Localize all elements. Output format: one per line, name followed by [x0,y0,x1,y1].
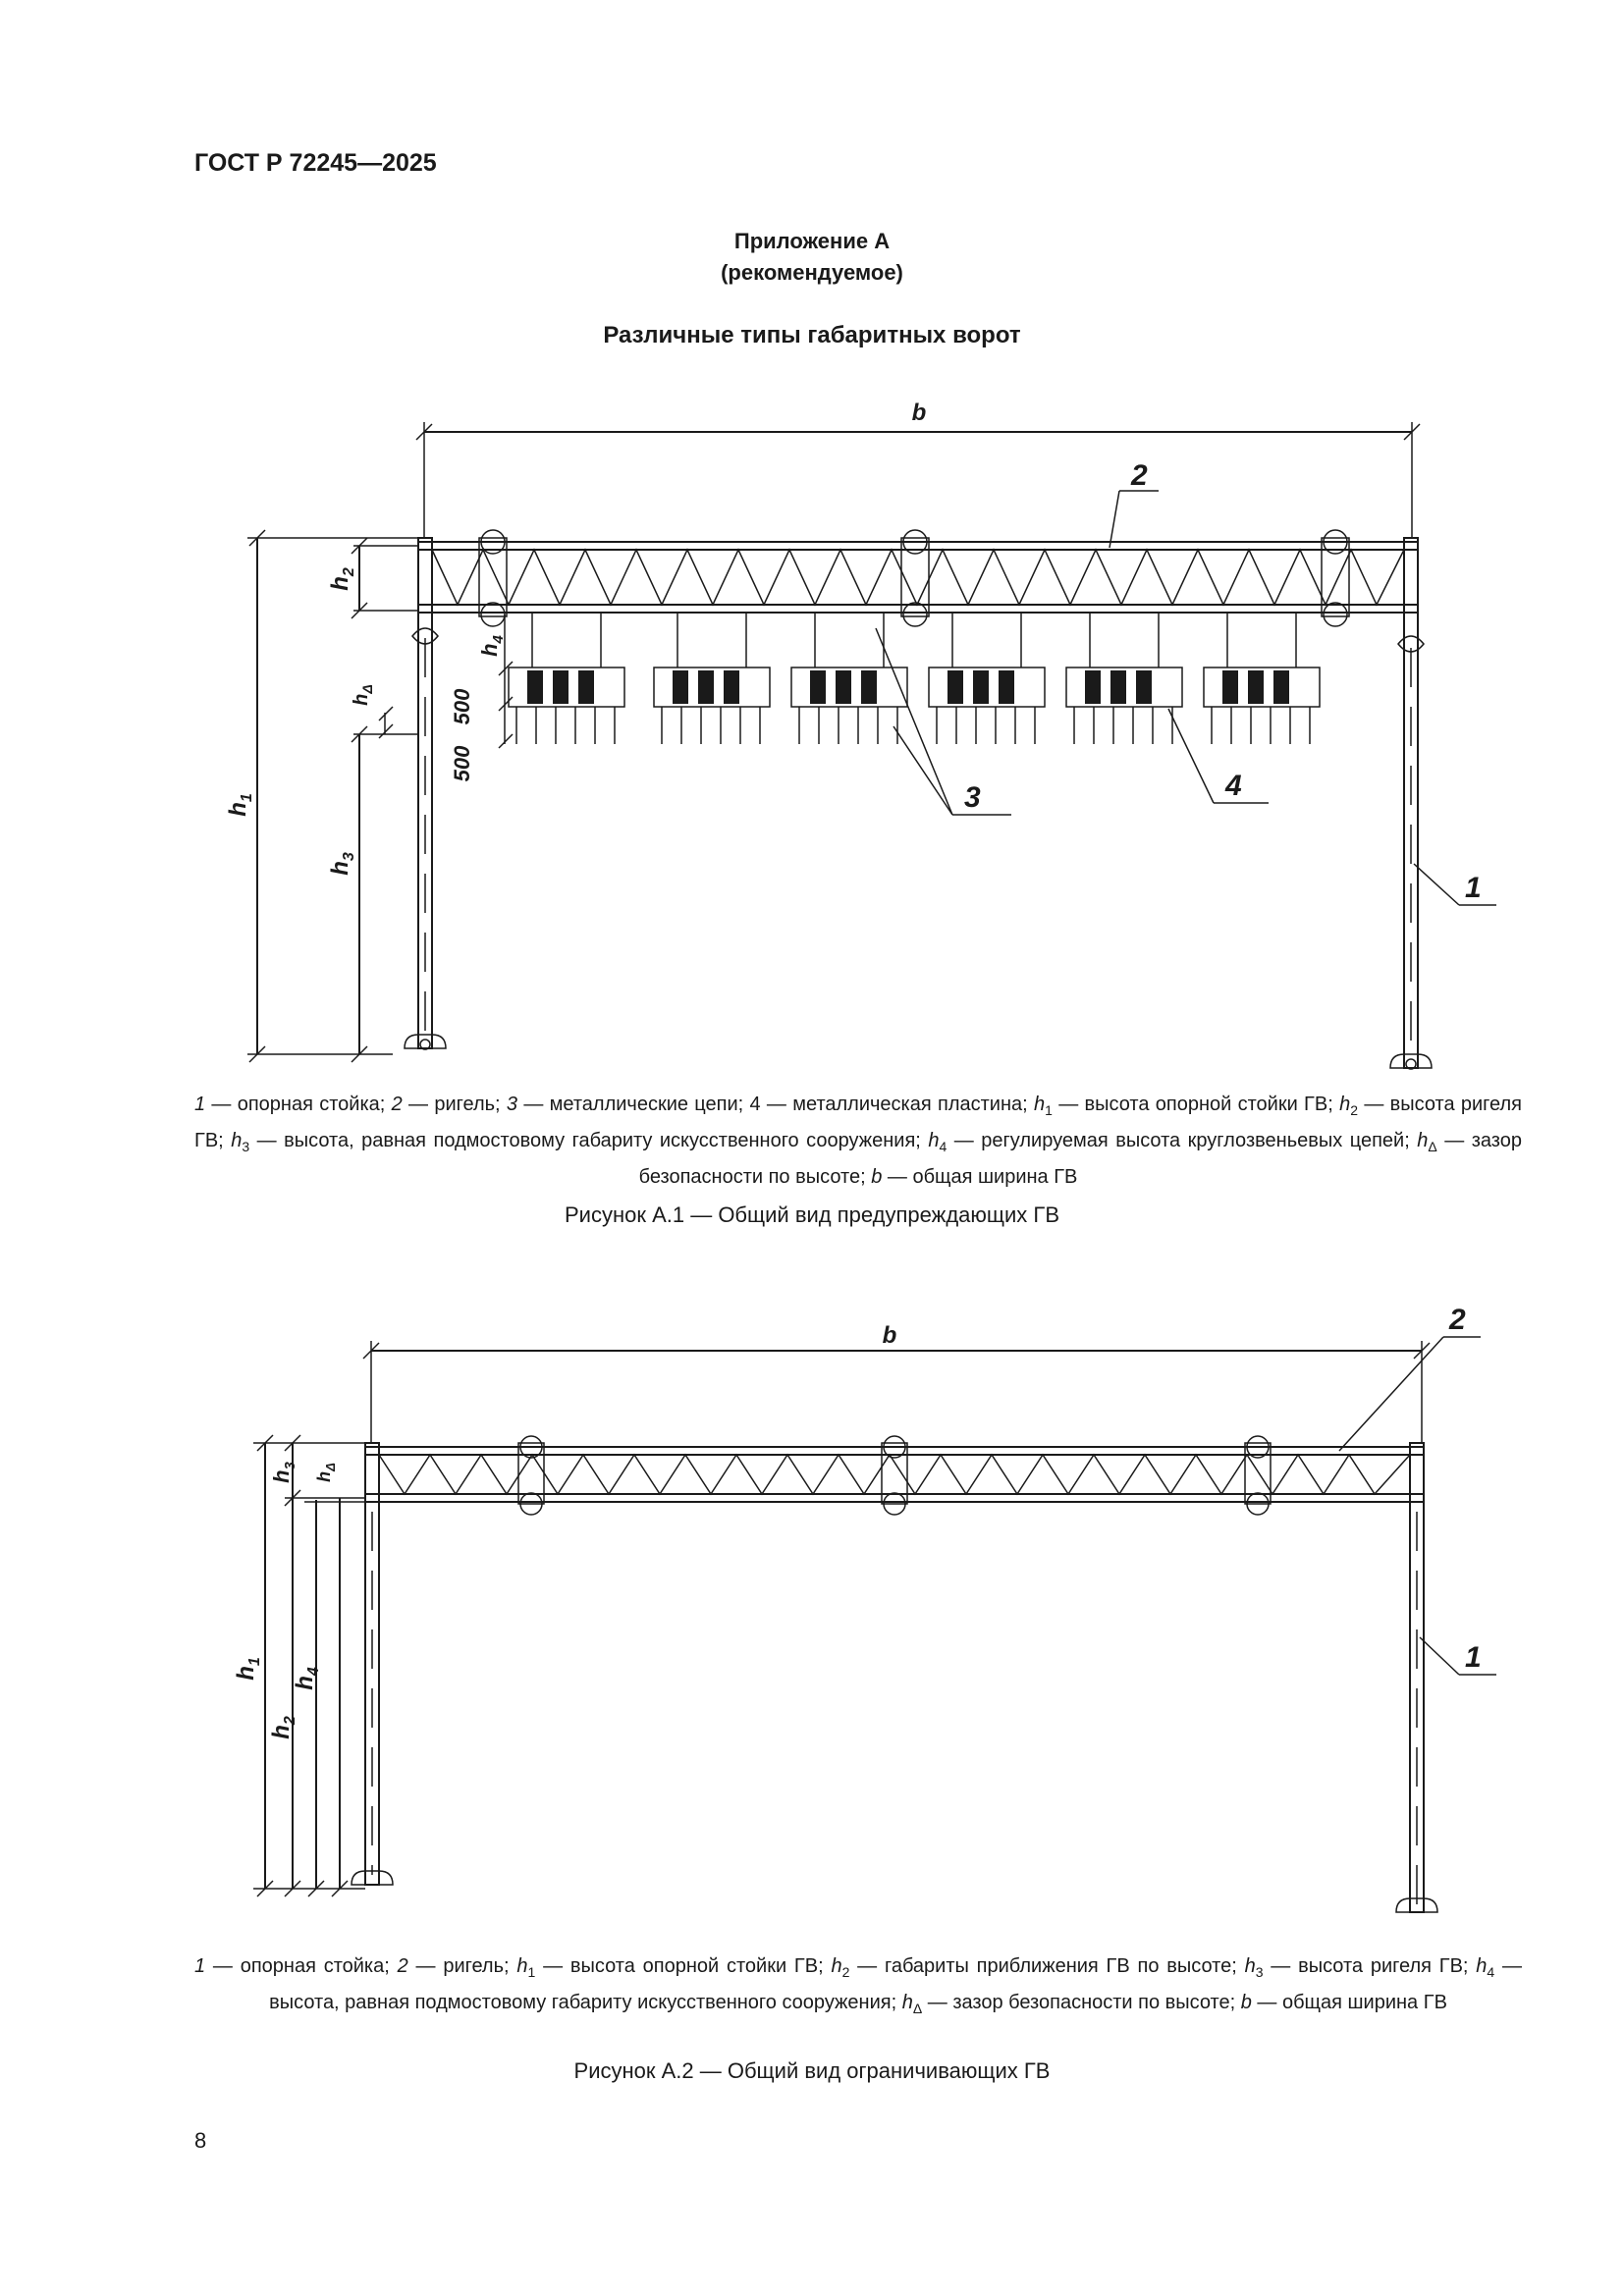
figure-2-drawing: b 2 1 [233,1304,1496,1913]
page-number: 8 [194,2128,207,2153]
label-hdelta-fig2: hΔ [314,1463,338,1482]
appendix-heading: Приложение А (рекомендуемое) [0,226,1624,289]
figure-1-drawing: b 2 [225,400,1496,1070]
label-b-2: b [883,1322,897,1349]
label-h1: h1 [225,793,255,817]
label-4: 4 [1224,770,1242,802]
label-hdelta: hΔ [351,684,375,706]
label-2: 2 [1130,459,1148,492]
chain-panels [508,613,1321,744]
section-title: Различные типы габаритных ворот [603,322,1021,348]
label-h1-fig2: h1 [233,1657,263,1681]
label-h2: h2 [327,567,357,591]
label-h3: h3 [327,852,357,876]
label-3: 3 [964,781,981,814]
dim-500-upper: 500 [450,688,474,724]
figure-2-legend: 1 — опорная стойка; 2 — ригель; h1 — выс… [194,1955,1522,2016]
appendix-subtitle: (рекомендуемое) [721,260,903,285]
label-h2-fig2: h2 [268,1716,298,1739]
dim-500-lower: 500 [450,745,474,781]
figure-2-caption: Рисунок А.2 — Общий вид ограничивающих Г… [573,2058,1051,2083]
figure-1-legend: 1 — опорная стойка; 2 — ригель; 3 — мета… [194,1094,1522,1188]
label-h4: h4 [477,634,507,656]
appendix-title: Приложение А [733,229,891,253]
document-number: ГОСТ Р 72245—2025 [194,149,437,177]
figure-1-caption: Рисунок А.1 — Общий вид предупреждающих … [564,1202,1059,1227]
label-h4-fig2: h4 [292,1667,322,1690]
label-1: 1 [1465,872,1482,904]
label-h3-fig2: h3 [269,1461,298,1482]
label-2-fig2: 2 [1448,1304,1466,1336]
label-b: b [912,400,927,426]
label-1-fig2: 1 [1465,1641,1482,1674]
